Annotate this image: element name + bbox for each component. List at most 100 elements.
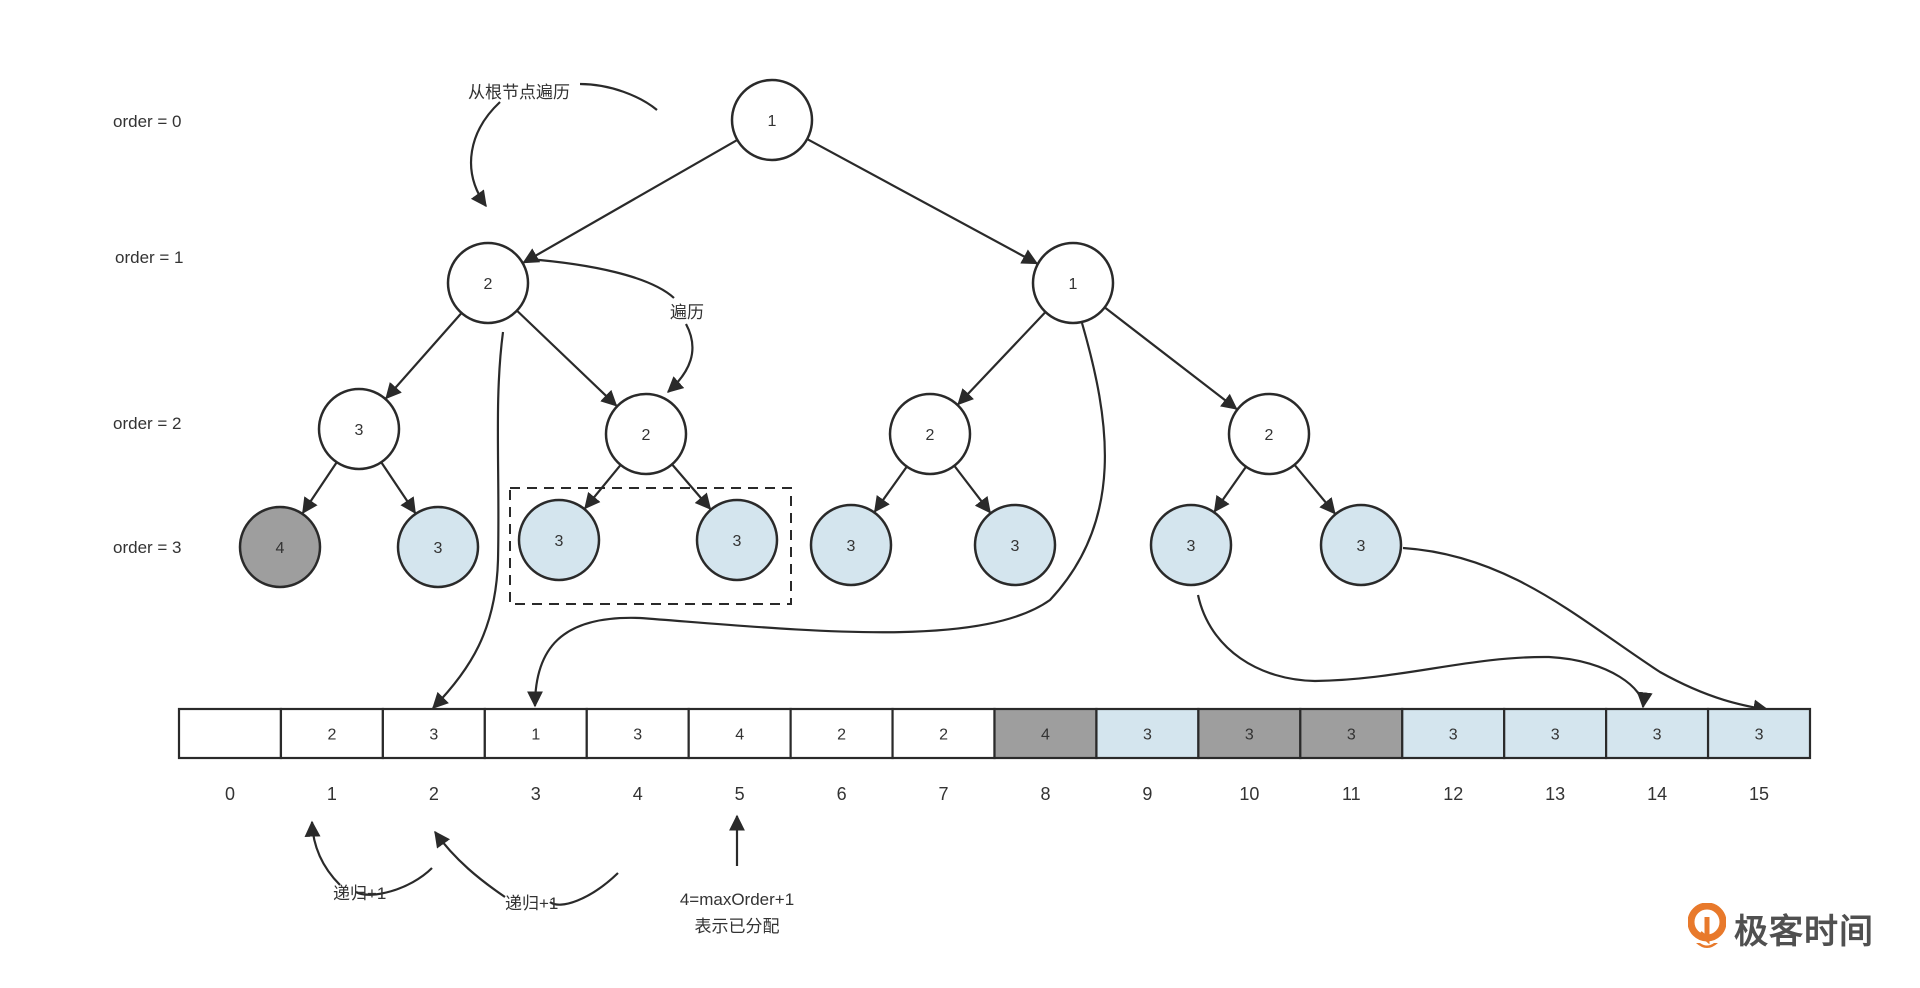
annotation-traverse-from-root: 从根节点遍历 — [468, 83, 570, 102]
tree-node: 2 — [1227, 392, 1311, 476]
order-label-3: order = 3 — [113, 538, 182, 557]
array-cell-index: 14 — [1647, 784, 1667, 804]
array-cell-index: 11 — [1342, 784, 1361, 804]
array-cell: 21 — [279, 707, 384, 804]
curve-leaf-to-cell14 — [1196, 594, 1653, 709]
tree-node: 2 — [604, 392, 688, 476]
tree-node-circle — [1031, 241, 1115, 325]
tree-node-circle — [517, 498, 601, 582]
array-cell-value: 4 — [1041, 727, 1050, 744]
array-cell-box — [789, 707, 894, 760]
tree-edge-n5-n11 — [671, 463, 712, 510]
array-cell-box — [1706, 707, 1812, 760]
tree-edge-n1-n2 — [522, 138, 738, 264]
array-cell: 3 13 — [1503, 707, 1608, 804]
array-cell: 13 — [483, 707, 588, 804]
tree-edge-n5-n10 — [584, 464, 622, 510]
curve-traverse-arrow — [667, 323, 694, 393]
annotation-curves — [304, 82, 1770, 906]
tree-node-value: 3 — [355, 422, 364, 439]
order-label-2: order = 2 — [113, 414, 182, 433]
tree-node-value: 3 — [1011, 538, 1020, 555]
tree-node-circle — [809, 503, 893, 587]
geektime-logo-text: 极客时间 — [1734, 911, 1874, 952]
array-cell-box — [1197, 707, 1302, 760]
annotation-recurse-2: 递归+1 — [505, 894, 558, 913]
array-cell-index: 12 — [1443, 784, 1463, 804]
tree-node: 3 — [1319, 503, 1403, 587]
tree-node-circle — [604, 392, 688, 476]
array-cell-box — [1299, 707, 1404, 760]
tree-node-circle — [730, 78, 814, 162]
tree-node: 1 — [1031, 241, 1115, 325]
annotation-allocated-line1: 4=maxOrder+1 — [680, 890, 794, 909]
order-labels: order = 0 order = 1 order = 2 order = 3 — [113, 112, 184, 557]
array-cell-value: 2 — [939, 727, 948, 744]
tree-edge-n6-n12 — [873, 465, 908, 513]
tree-node-circle — [446, 241, 530, 325]
array-cell-index: 8 — [1040, 784, 1050, 804]
geektime-logo: 极客时间 — [1688, 902, 1874, 954]
tree-node: 3 — [809, 503, 893, 587]
tree-node-value: 3 — [733, 533, 742, 550]
array-cell-index: 6 — [837, 784, 847, 804]
tree-node: 3 — [396, 505, 480, 589]
annotation-recurse-1: 递归+1 — [333, 884, 386, 903]
array-cell-value: 2 — [837, 727, 846, 744]
tree-node: 3 — [317, 387, 401, 471]
tree-node: 3 — [695, 498, 779, 582]
array-cell-value: 1 — [531, 727, 540, 744]
annotation-allocated-line2: 表示已分配 — [695, 917, 780, 936]
tree-node-value: 4 — [276, 540, 285, 557]
array-cell: 48 — [993, 707, 1098, 804]
array-cell: 26 — [789, 707, 894, 804]
curve-recurse-1-arrow — [304, 820, 341, 886]
array-cell-value: 3 — [1653, 727, 1662, 744]
array-cell: 3 14 — [1605, 707, 1710, 804]
tree-edge-n3-n7 — [1104, 306, 1238, 410]
array-cell-value: 4 — [735, 727, 744, 744]
curve-recurse-2-arrow — [434, 830, 506, 898]
tree-edge-n7-n15 — [1293, 464, 1336, 515]
tree-node: 3 — [517, 498, 601, 582]
array-cell-box — [993, 707, 1098, 760]
array-cell: 45 — [687, 707, 792, 804]
array-cell-value: 3 — [1245, 727, 1254, 744]
array-cell: 39 — [1095, 707, 1200, 804]
tree-node-value: 3 — [1357, 538, 1366, 555]
tree-node-value: 3 — [555, 533, 564, 550]
dashed-highlight-box — [509, 487, 792, 605]
curve-node2-to-cell2 — [432, 331, 505, 709]
array-cell: 0 — [177, 707, 283, 804]
array-cell-index: 7 — [939, 784, 949, 804]
tree-node: 2 — [446, 241, 530, 325]
tree-node-circle — [238, 505, 322, 589]
tree-node-value: 3 — [434, 540, 443, 557]
tree-node-value: 2 — [1265, 427, 1274, 444]
array-cell-box — [1605, 707, 1710, 760]
array-cell-index: 2 — [429, 784, 439, 804]
geektime-logo-icon — [1688, 903, 1726, 948]
array-cell-box — [1503, 707, 1608, 760]
curve-root-traverse-arrow — [469, 101, 501, 208]
tree-node: 4 — [238, 505, 322, 589]
tree-node-value: 3 — [1187, 538, 1196, 555]
tree-node: 3 — [973, 503, 1057, 587]
array-cell-box — [1095, 707, 1200, 760]
tree-node-circle — [1227, 392, 1311, 476]
array-cell: 34 — [585, 707, 690, 804]
tree-node-circle — [1149, 503, 1233, 587]
tree-node-value: 1 — [768, 113, 777, 130]
array-cell-value: 3 — [1551, 727, 1560, 744]
array-cell-value: 3 — [633, 727, 642, 744]
curve-root-traverse-tail — [579, 82, 658, 111]
tree-node: 2 — [888, 392, 972, 476]
tree-edge-n4-n9 — [380, 461, 417, 515]
array-cell-index: 13 — [1545, 784, 1565, 804]
curve-traverse-tail — [527, 257, 675, 299]
tree-node-value: 2 — [642, 427, 651, 444]
array-cell-box — [1401, 707, 1506, 760]
tree-edge-n7-n14 — [1213, 466, 1247, 513]
